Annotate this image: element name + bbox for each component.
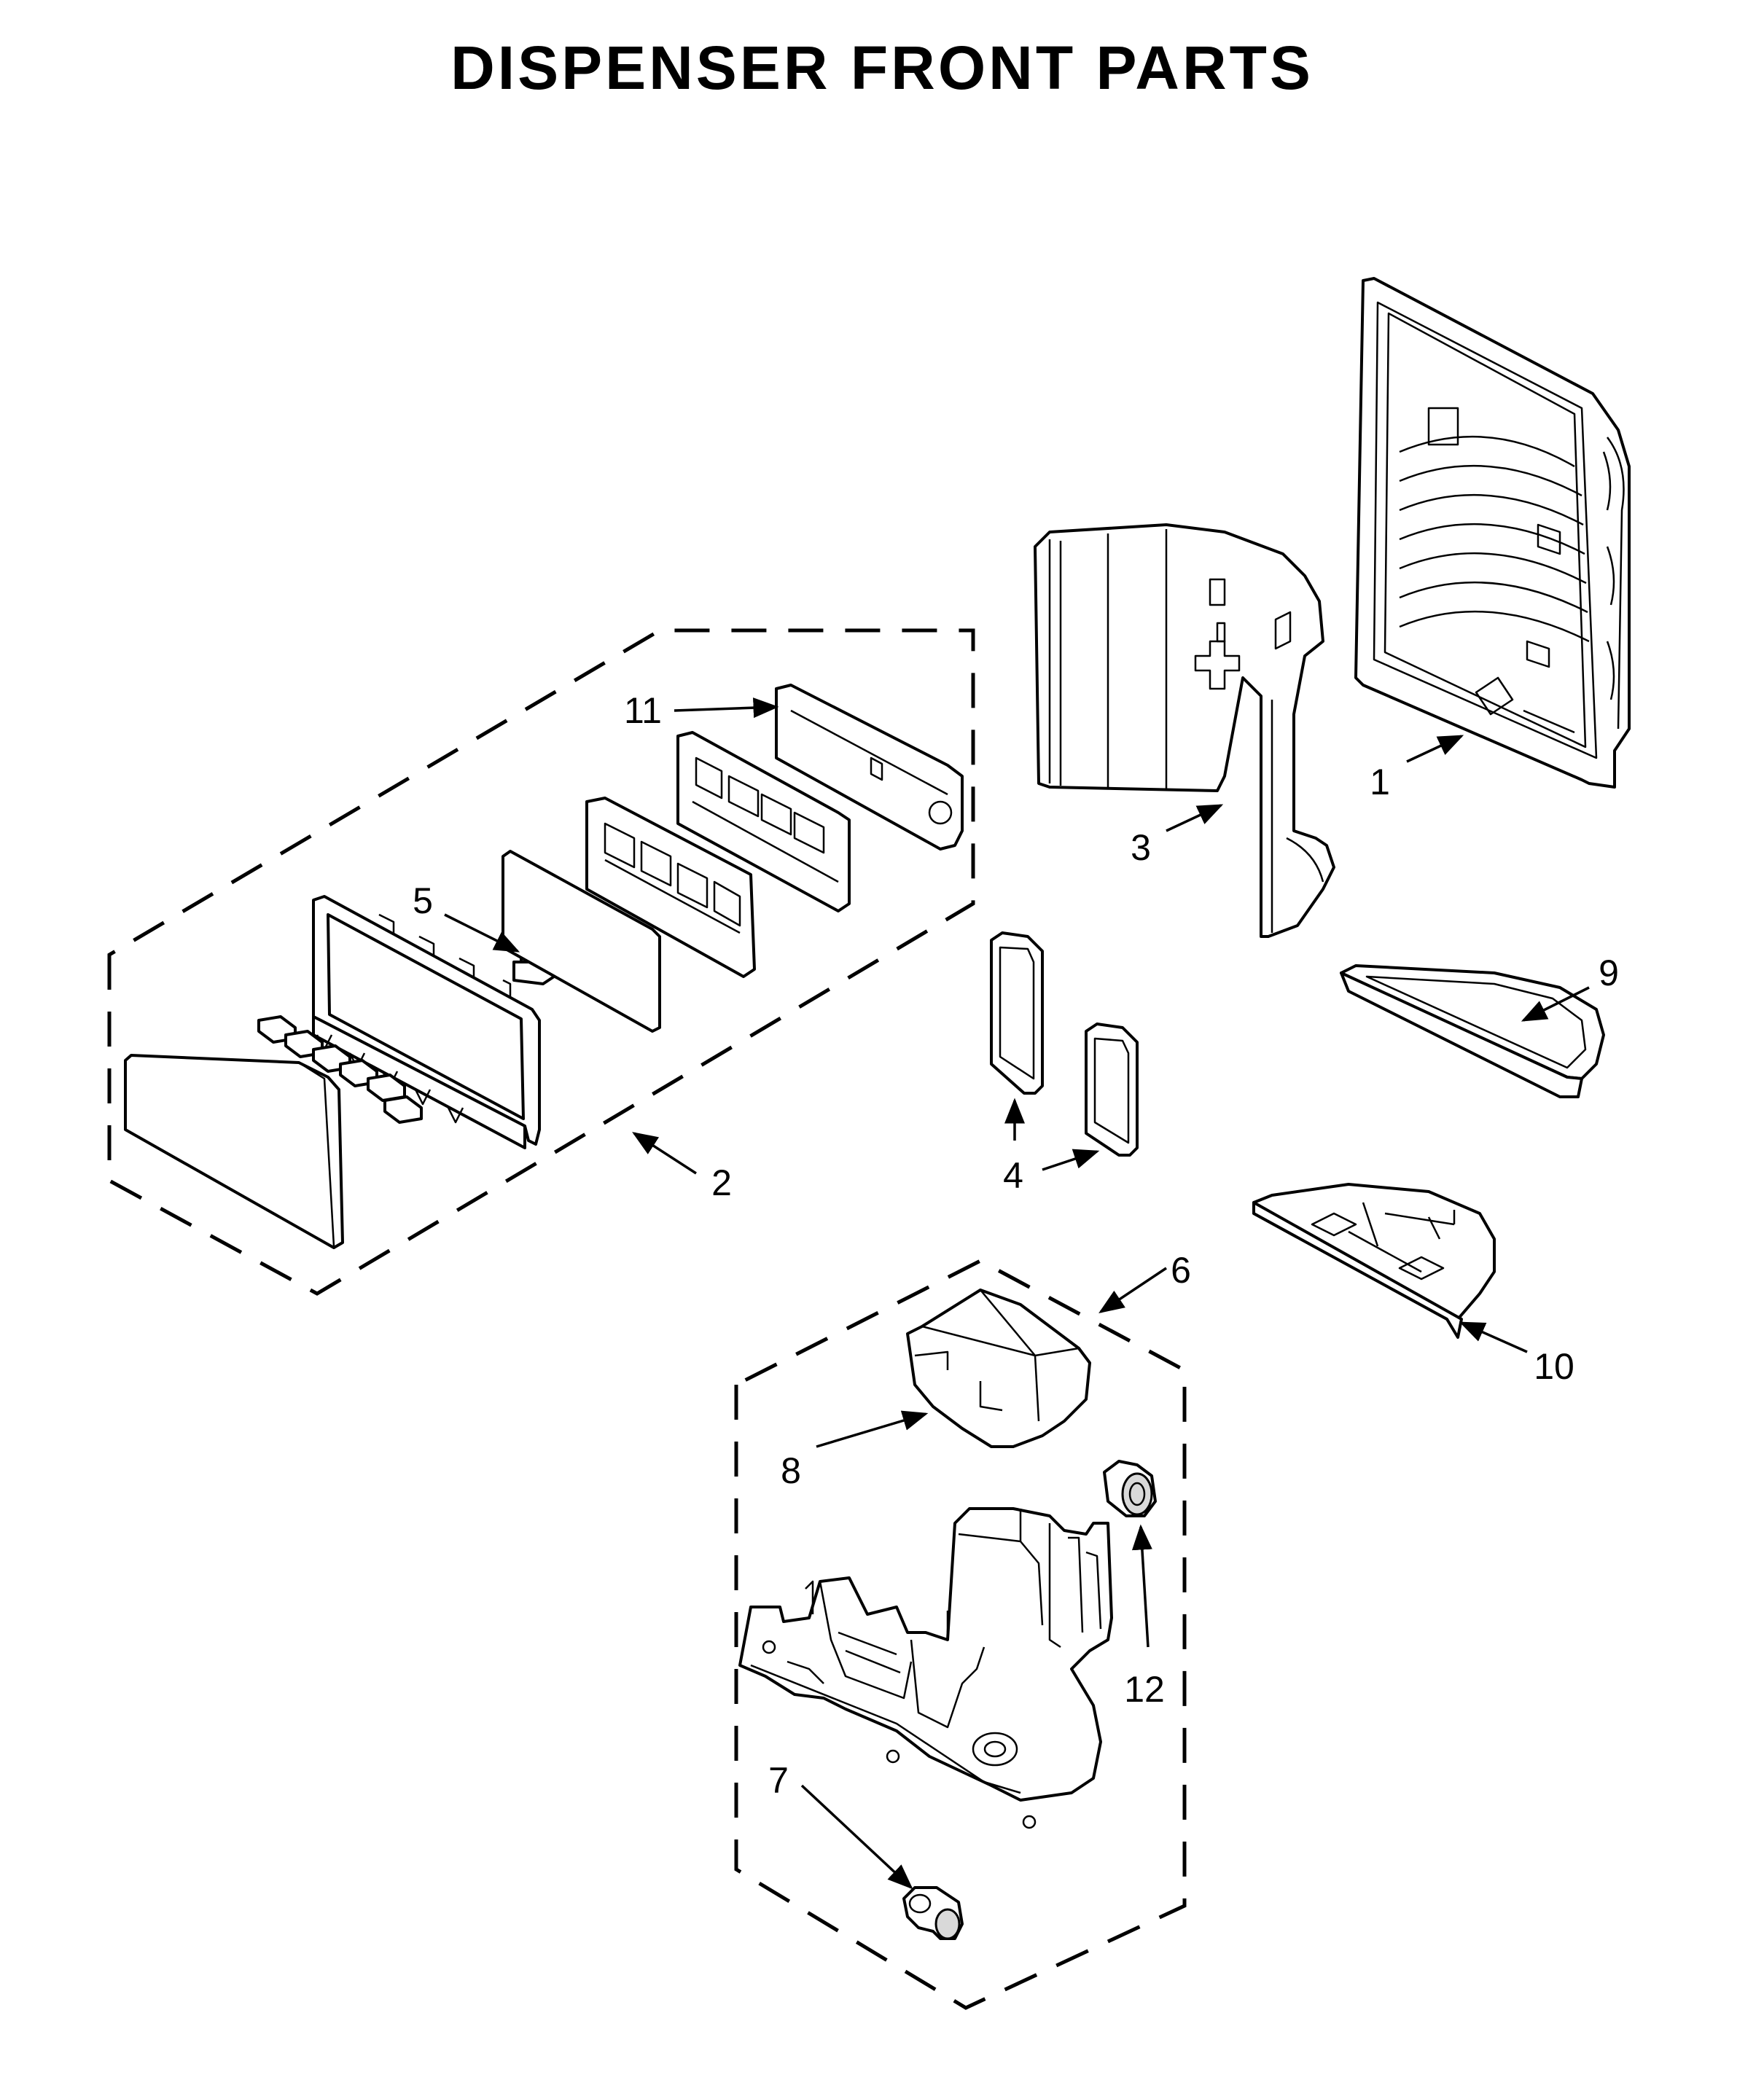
part-8-ice-funnel <box>906 1289 1091 1448</box>
callout-1: 1 <box>1370 762 1390 802</box>
control-board <box>676 731 851 912</box>
control-panel-front <box>585 797 756 978</box>
callout-3: 3 <box>1131 827 1151 868</box>
part-1-dispenser-housing <box>1354 277 1631 789</box>
assembly-6-boundary <box>734 1259 1187 2010</box>
diagram-title: DISPENSER FRONT PARTS <box>450 34 1314 102</box>
assembly-2-boundary <box>107 628 975 1296</box>
callout-8: 8 <box>781 1450 801 1491</box>
callout-12: 12 <box>1124 1669 1165 1710</box>
callout-2: 2 <box>711 1162 732 1203</box>
part-4-pad-left <box>990 931 1044 1095</box>
callout-11: 11 <box>624 690 662 731</box>
part-9-drip-tray <box>1340 964 1605 1098</box>
callout-4: 4 <box>1003 1155 1023 1196</box>
callout-5: 5 <box>413 880 433 921</box>
part-11-rear-bracket <box>775 684 964 851</box>
part-3-curved-panel <box>1034 523 1335 938</box>
part-2-front-glass <box>124 1054 344 1249</box>
part-6-housing-base <box>738 1507 1113 1829</box>
callout-labels: 1 2 3 4 5 6 7 8 9 10 11 12 <box>413 690 1619 1801</box>
light-diffuser <box>502 850 661 1033</box>
part-12-actuator <box>1103 1460 1157 1517</box>
part-2-buttons <box>257 1015 423 1124</box>
callout-10: 10 <box>1534 1346 1574 1387</box>
callout-6: 6 <box>1171 1250 1191 1291</box>
callout-9: 9 <box>1599 953 1619 993</box>
callout-leaders <box>444 697 1590 1890</box>
callout-7: 7 <box>768 1760 789 1801</box>
part-10-tray-base <box>1252 1183 1496 1339</box>
part-4-pad-right <box>1085 1023 1139 1157</box>
part-7-valve <box>902 1886 964 1940</box>
